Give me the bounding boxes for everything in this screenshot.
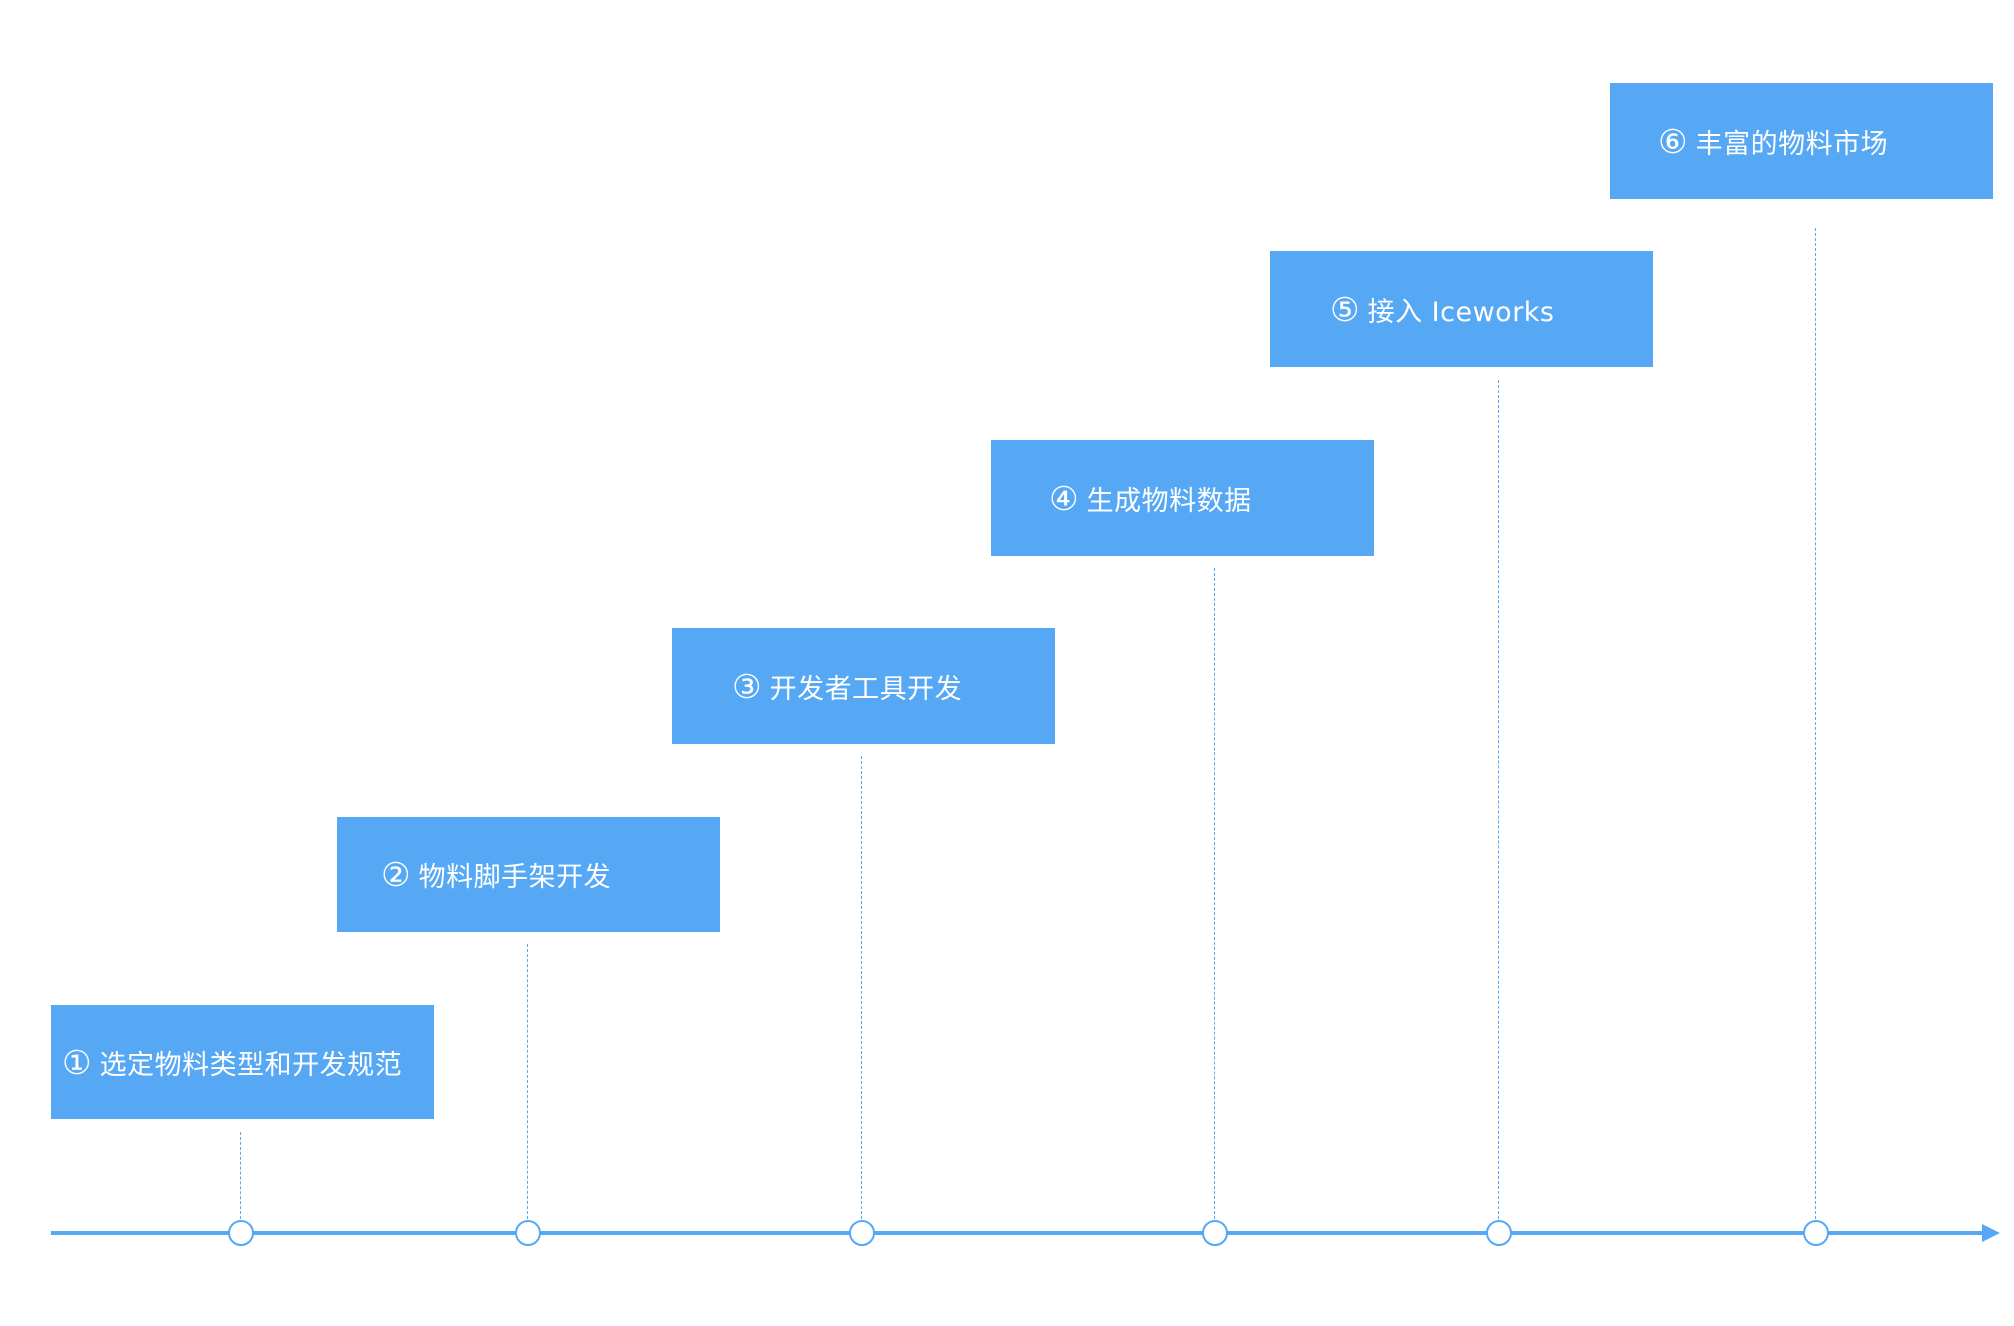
step-label-1: 选定物料类型和开发规范 <box>99 1049 403 1081</box>
timeline-node-5 <box>1486 1220 1512 1246</box>
step-box-4: ④ 生成物料数据 <box>991 440 1374 556</box>
timeline-node-6 <box>1803 1220 1829 1246</box>
step-number-2: ② <box>381 855 411 894</box>
connector-4 <box>1214 568 1215 1219</box>
timeline-node-2 <box>515 1220 541 1246</box>
timeline-node-4 <box>1202 1220 1228 1246</box>
step-box-1: ① 选定物料类型和开发规范 <box>51 1005 434 1119</box>
step-number-5: ⑤ <box>1330 289 1360 329</box>
step-label-5: 接入 Iceworks <box>1367 296 1555 328</box>
connector-2 <box>527 944 528 1219</box>
connector-3 <box>861 756 862 1219</box>
connector-1 <box>240 1132 241 1219</box>
timeline-arrow-head <box>1982 1224 2000 1242</box>
step-box-2: ② 物料脚手架开发 <box>337 817 720 932</box>
timeline-node-1 <box>228 1220 254 1246</box>
step-box-3: ③ 开发者工具开发 <box>672 628 1055 744</box>
connector-5 <box>1498 380 1499 1219</box>
step-box-6: ⑥ 丰富的物料市场 <box>1610 83 1993 199</box>
step-number-3: ③ <box>732 666 762 706</box>
timeline-node-3 <box>849 1220 875 1246</box>
step-label-2: 物料脚手架开发 <box>418 862 612 893</box>
step-number-4: ④ <box>1049 478 1079 518</box>
step-number-1: ① <box>62 1042 92 1082</box>
connector-6 <box>1815 228 1816 1219</box>
step-box-5: ⑤ 接入 Iceworks <box>1270 251 1653 367</box>
step-label-3: 开发者工具开发 <box>769 673 963 705</box>
step-label-6: 丰富的物料市场 <box>1695 128 1889 160</box>
step-label-4: 生成物料数据 <box>1086 485 1252 517</box>
step-number-6: ⑥ <box>1658 121 1688 161</box>
timeline-axis <box>51 1231 1986 1235</box>
